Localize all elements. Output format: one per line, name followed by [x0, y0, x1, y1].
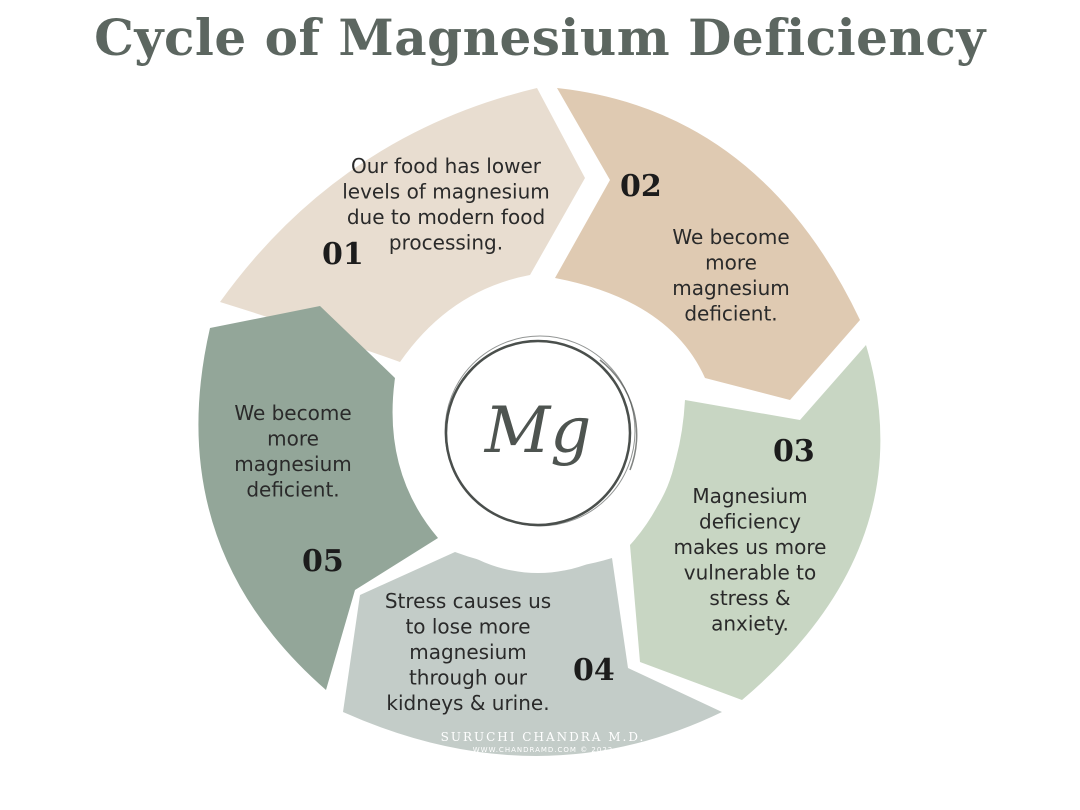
segment-text-line: more	[705, 251, 757, 275]
segment-text-line: to lose more	[405, 615, 530, 639]
segment-text-line: deficient.	[246, 478, 339, 502]
segment-text-line: magnesium	[409, 640, 527, 664]
segment-text-line: deficiency	[699, 510, 801, 534]
segment-text-line: We become	[234, 401, 351, 425]
segment-text-line: more	[267, 427, 319, 451]
segment-text-line: deficient.	[684, 302, 777, 326]
credit-name: SURUCHI CHANDRA M.D.	[441, 730, 646, 744]
segment-text-line: Magnesium	[692, 484, 807, 508]
segment-text-line: We become	[672, 225, 789, 249]
segment-text-line: levels of magnesium	[342, 180, 550, 204]
segment-text-line: makes us more	[674, 535, 827, 559]
segment-text-line: stress &	[709, 586, 790, 610]
segment-text-line: through our	[409, 666, 528, 690]
segment-01-number: 01	[322, 237, 364, 272]
center-label: Mg	[484, 394, 592, 468]
segment-text-line: Our food has lower	[351, 154, 542, 178]
segment-text-line: kidneys & urine.	[386, 691, 549, 715]
segment-text-line: anxiety.	[711, 612, 789, 636]
segment-03-shape	[630, 345, 881, 700]
segment-text-line: magnesium	[672, 276, 790, 300]
segment-text-line: Stress causes us	[385, 589, 551, 613]
segment-text-line: processing.	[389, 231, 503, 255]
segment-04-shape	[343, 552, 722, 756]
segment-02-shape	[555, 88, 860, 400]
credit-sub: WWW.CHANDRAMD.COM © 2022	[473, 746, 613, 754]
brush-ring-icon	[444, 335, 638, 527]
segment-05-shape	[198, 306, 438, 690]
segment-02-number: 02	[620, 169, 662, 204]
segment-03-number: 03	[773, 434, 815, 469]
segment-text-line: magnesium	[234, 452, 352, 476]
segment-05-number: 05	[302, 544, 344, 579]
segment-04-number: 04	[573, 653, 615, 688]
segment-01-shape	[220, 88, 585, 362]
center-circle	[398, 293, 678, 573]
diagram-title: Cycle of Magnesium Deficiency	[94, 8, 986, 67]
segment-text-line: due to modern food	[347, 205, 545, 229]
segment-text-line: vulnerable to	[684, 561, 817, 585]
